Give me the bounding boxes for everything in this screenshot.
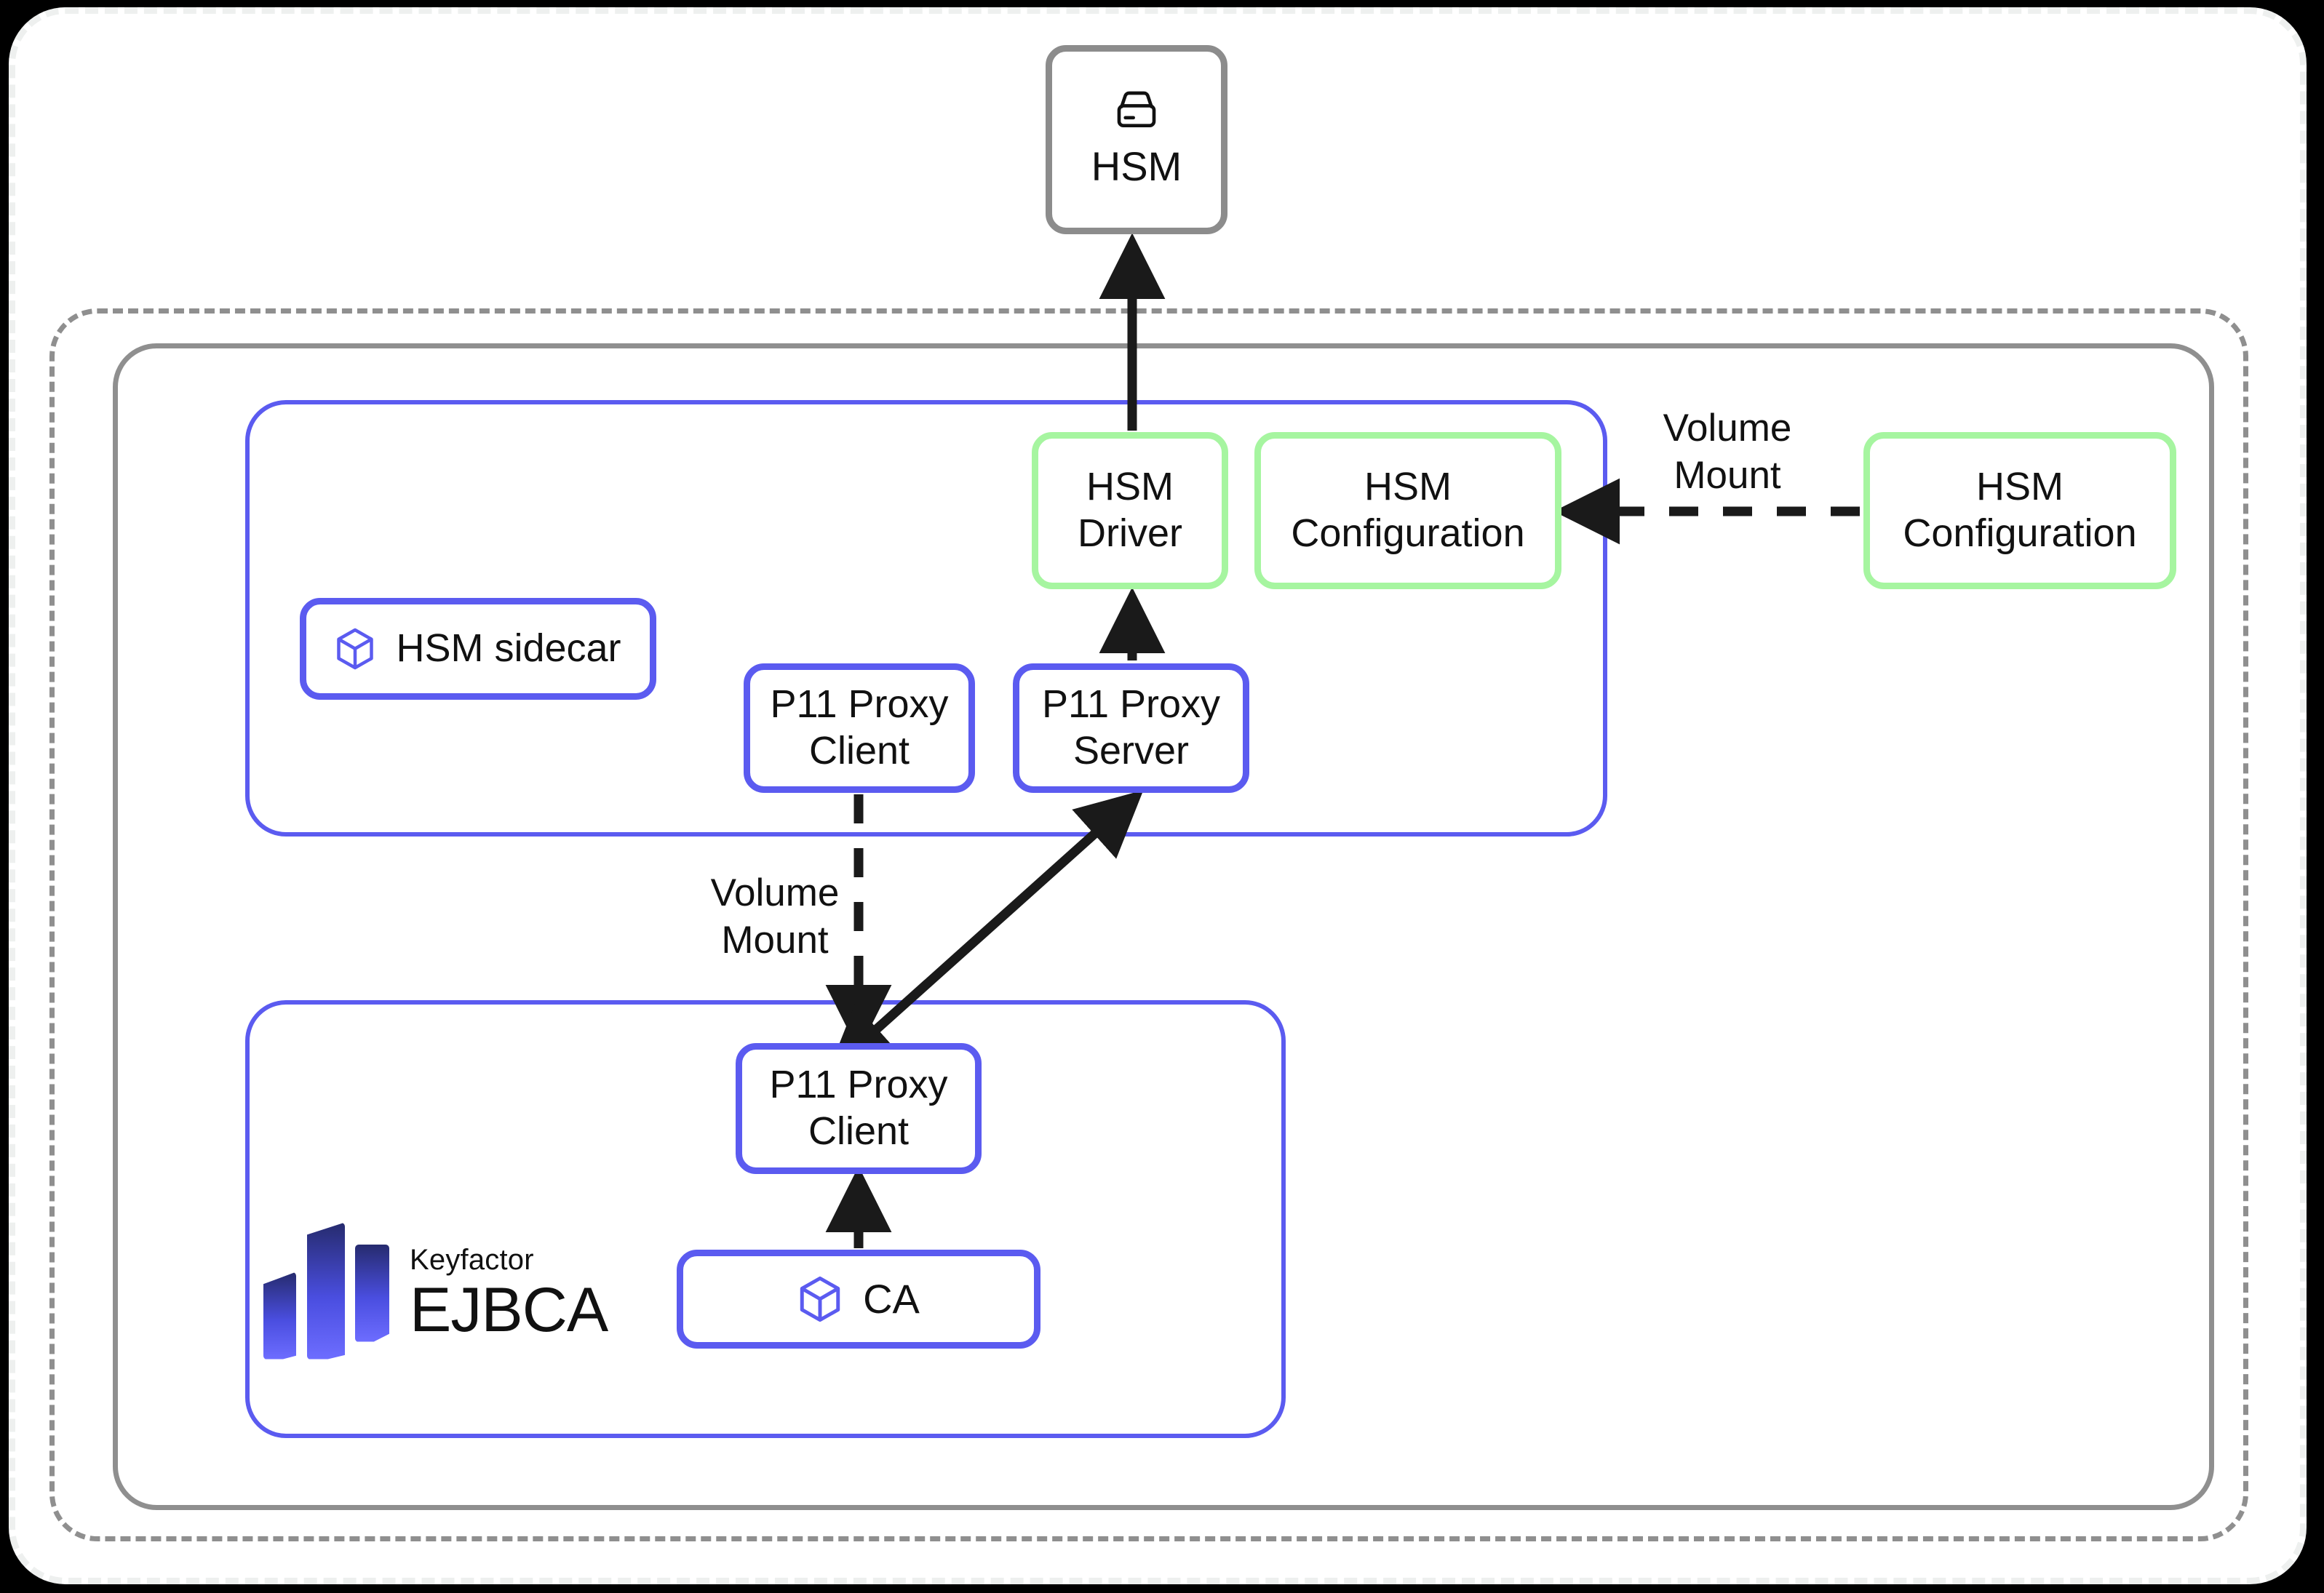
cluster-boundary-dashed bbox=[49, 308, 2248, 1541]
edge-label-volume-mount-middle: Volume Mount bbox=[710, 871, 840, 962]
node-hsm-configuration-external-label: HSM Configuration bbox=[1903, 465, 2137, 555]
node-hsm-label: HSM bbox=[1091, 143, 1182, 189]
node-hsm-configuration-external[interactable]: HSM Configuration bbox=[1863, 432, 2176, 589]
node-p11-proxy-server[interactable]: P11 Proxy Server bbox=[1013, 663, 1249, 793]
pod-ejbca bbox=[245, 1000, 1286, 1438]
node-hsm-driver-label: HSM Driver bbox=[1078, 465, 1182, 555]
product-name: EJBCA bbox=[410, 1274, 608, 1345]
keyfactor-mark-icon bbox=[263, 1222, 391, 1362]
node-p11-proxy-client-sidecar[interactable]: P11 Proxy Client bbox=[744, 663, 975, 793]
brand-name: Keyfactor bbox=[410, 1243, 534, 1276]
ejbca-logo: Keyfactor EJBCA bbox=[263, 1215, 642, 1371]
node-hsm-configuration-sidecar-label: HSM Configuration bbox=[1291, 465, 1525, 555]
node-hsm-sidecar-label-box[interactable]: HSM sidecar bbox=[300, 598, 656, 700]
namespace-boundary-solid bbox=[113, 343, 2214, 1510]
node-hsm-configuration-sidecar[interactable]: HSM Configuration bbox=[1254, 432, 1561, 589]
node-ca-label: CA bbox=[863, 1275, 920, 1322]
container-cube-icon bbox=[335, 627, 375, 671]
node-p11-proxy-client-ejbca-label: P11 Proxy Client bbox=[769, 1063, 948, 1153]
node-p11-proxy-client-ejbca[interactable]: P11 Proxy Client bbox=[736, 1043, 982, 1174]
node-hsm-driver[interactable]: HSM Driver bbox=[1032, 432, 1228, 589]
node-p11-proxy-server-label: P11 Proxy Server bbox=[1041, 682, 1221, 772]
node-p11-proxy-client-sidecar-label: P11 Proxy Client bbox=[770, 682, 949, 772]
node-hsm[interactable]: HSM bbox=[1046, 45, 1227, 234]
edge-label-volume-mount-right: Volume Mount bbox=[1663, 407, 1792, 497]
container-cube-icon bbox=[797, 1275, 843, 1323]
hsm-hardware-icon bbox=[1113, 89, 1161, 132]
ejbca-wordmark: Keyfactor EJBCA bbox=[410, 1245, 608, 1341]
node-hsm-sidecar-text: HSM sidecar bbox=[396, 626, 621, 671]
node-ca[interactable]: CA bbox=[677, 1250, 1040, 1349]
